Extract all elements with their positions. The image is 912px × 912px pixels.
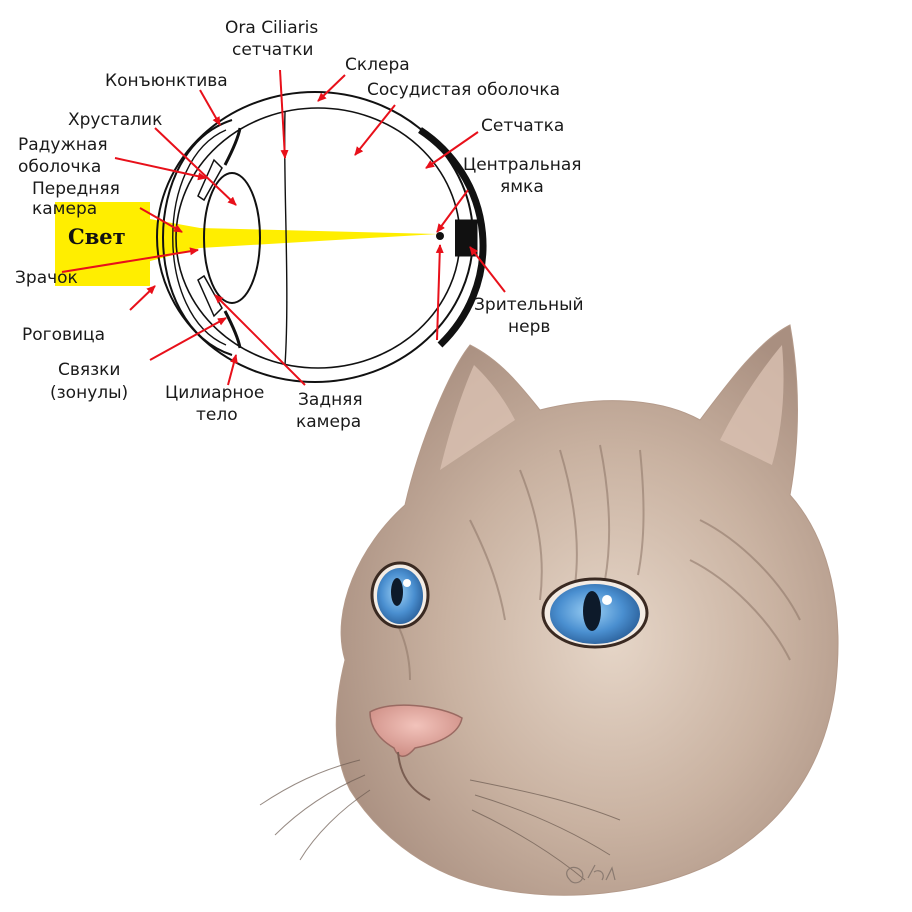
cat-nose [369, 704, 463, 757]
label-conjunctiva: Конъюнктива [105, 71, 228, 91]
cat-illustration [259, 324, 839, 896]
label-ciliary-body: Цилиарное [165, 383, 264, 403]
label-posterior-chamber: Задняя [298, 390, 363, 410]
cat-eye-right [541, 577, 649, 649]
label-retina: Сетчатка [481, 116, 564, 136]
artist-signature [566, 864, 616, 884]
cornea-outline [162, 119, 233, 356]
label-anterior-chamber: Передняя [32, 179, 120, 199]
label-cornea: Роговица [22, 325, 105, 345]
label-posterior-chamber-2: камера [296, 412, 361, 432]
cornea-inner [172, 129, 227, 346]
cat-fur-stripes [379, 444, 801, 681]
label-arrows [61, 69, 506, 386]
label-sclera: Склера [345, 55, 410, 75]
cat-ear-left-inner [440, 365, 515, 470]
label-ora-ciliaris-2: сетчатки [232, 40, 313, 60]
label-iris: Радужная [18, 135, 108, 155]
label-optic-nerve: Зрительный [474, 295, 584, 315]
optic-nerve [455, 219, 478, 257]
cat-eye-left [370, 561, 430, 629]
label-ora-ciliaris: Ora Ciliaris [225, 18, 318, 38]
label-zonules: Связки [58, 360, 120, 380]
label-fovea-2: ямка [500, 177, 544, 197]
cat-ear-right-inner [720, 345, 784, 465]
ciliary-upper [223, 127, 242, 166]
light-beam [55, 202, 438, 286]
cat-whiskers [259, 759, 621, 881]
label-iris-2: оболочка [18, 157, 101, 177]
label-lens: Хрусталик [68, 110, 162, 130]
label-optic-nerve-2: нерв [508, 317, 550, 337]
light-source [55, 202, 150, 286]
label-zonules-2: (зонулы) [50, 383, 128, 403]
eye-diagram: Свет Ora Ciliaris сетчатки Склера Конъюн… [15, 18, 584, 432]
label-ciliary-body-2: тело [196, 405, 238, 425]
cat-mouth [397, 751, 431, 801]
label-anterior-chamber-2: камера [32, 199, 97, 219]
label-pupil: Зрачок [15, 268, 78, 288]
light-label: Свет [68, 224, 126, 249]
iris-lower [197, 274, 223, 318]
ciliary-lower [223, 310, 242, 349]
label-fovea: Центральная [463, 155, 582, 175]
fovea-mark [436, 232, 444, 240]
lens [203, 172, 261, 304]
label-choroid: Сосудистая оболочка [367, 80, 560, 100]
